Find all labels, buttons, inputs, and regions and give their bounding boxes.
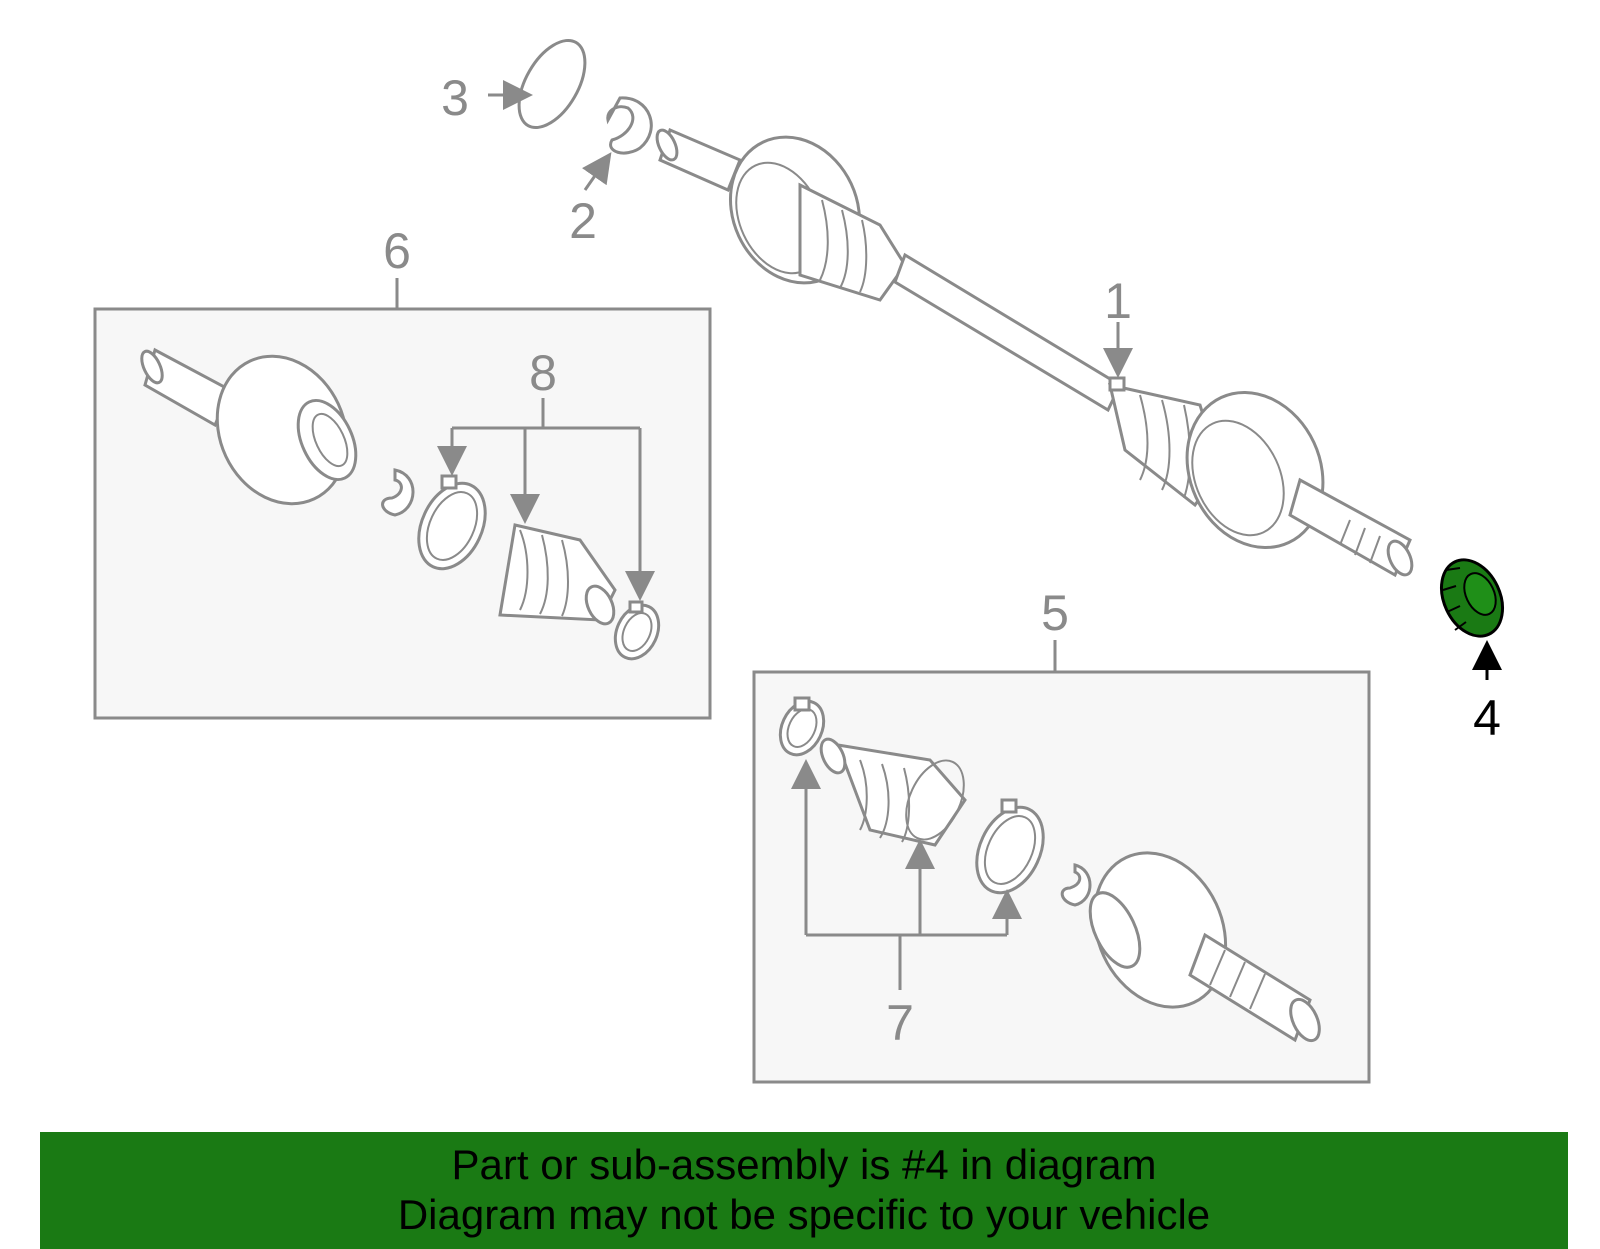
inner-cv-joint-part-6[interactable] — [138, 335, 371, 525]
axle-nut-part-4[interactable] — [1430, 550, 1515, 646]
info-banner: Part or sub-assembly is #4 in diagram Di… — [40, 1132, 1568, 1249]
boot-part-7[interactable] — [816, 735, 975, 848]
callout-1[interactable]: 1 — [1104, 273, 1132, 329]
callout-6[interactable]: 6 — [383, 223, 411, 279]
callout-4[interactable]: 4 — [1473, 690, 1501, 746]
callout-5[interactable]: 5 — [1041, 585, 1069, 641]
clamp-large-part-8[interactable] — [406, 473, 498, 580]
axle-shaft-part-1[interactable] — [653, 116, 1417, 579]
leader-7 — [791, 759, 1022, 990]
clamp-small-part-8[interactable] — [607, 598, 667, 666]
boot-part-8[interactable] — [498, 523, 619, 628]
callout-8[interactable]: 8 — [529, 345, 557, 401]
clamp-large-part-7[interactable] — [964, 797, 1056, 904]
banner-line-1: Part or sub-assembly is #4 in diagram — [451, 1141, 1157, 1188]
leader-2 — [581, 152, 612, 191]
callout-3[interactable]: 3 — [441, 70, 469, 126]
callout-2[interactable]: 2 — [569, 193, 597, 249]
o-ring-part-3[interactable] — [505, 29, 598, 138]
snap-ring-kit-6 — [381, 468, 415, 517]
outer-cv-joint-part-5[interactable] — [1070, 831, 1325, 1045]
leader-8 — [437, 398, 655, 601]
snap-ring-part-2[interactable] — [606, 96, 653, 155]
clamp-small-part-7[interactable] — [772, 694, 832, 762]
snap-ring-kit-5 — [1060, 863, 1092, 907]
callout-7[interactable]: 7 — [886, 995, 914, 1051]
banner-line-2: Diagram may not be specific to your vehi… — [397, 1191, 1211, 1238]
